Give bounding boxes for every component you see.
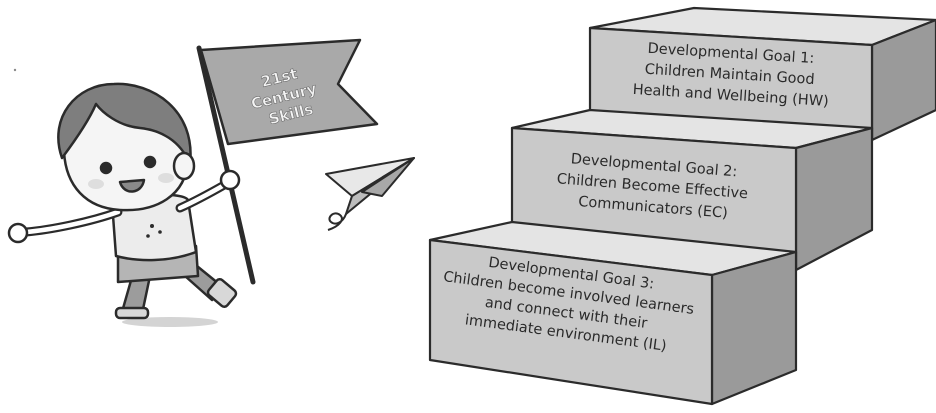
flag: 21st Century Skills [196,38,379,285]
paper-plane-icon [325,157,415,231]
child-shadow [122,317,218,327]
step-3-block [428,220,798,406]
step-1-block [588,6,936,142]
child-figure [7,82,241,327]
shirt-dot [150,224,154,228]
speck [13,68,17,72]
child-left-eye [99,161,113,175]
child-left-hand [7,222,29,244]
child-right-eye [143,155,157,169]
goal-1-label: Developmental Goal 1: Children Maintain … [632,40,831,110]
child-mouth [118,178,146,193]
flag-banner [199,38,379,146]
child-right-shoe [206,278,238,308]
flag-text: 21st Century Skills [245,60,329,132]
flag-pole [196,45,256,285]
staircase [428,6,936,406]
step-3-front-face [428,238,714,406]
child-ear [172,151,196,181]
step-2-side-face [794,126,874,272]
step-3-side-face [710,250,798,406]
child-left-shoe [114,306,150,320]
child-right-hand [219,169,241,191]
